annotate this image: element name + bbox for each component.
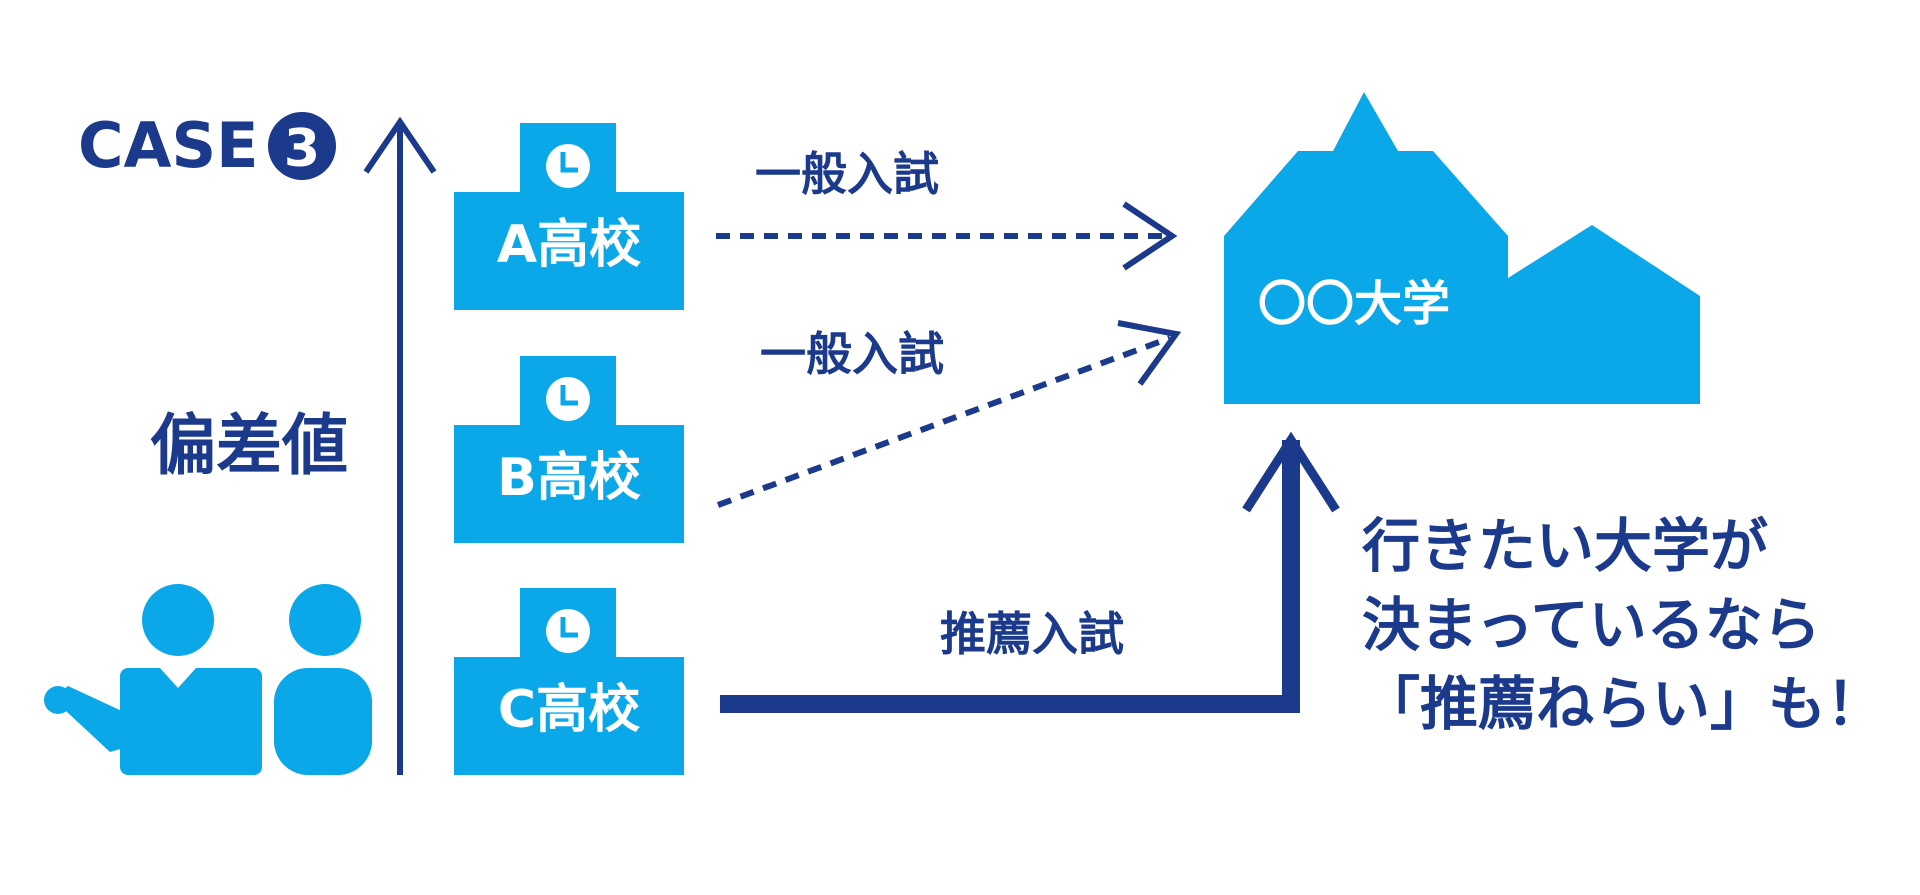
clock-icon xyxy=(546,377,590,421)
route-b: 一般入試 xyxy=(716,320,1182,508)
case-number: 3 xyxy=(284,119,320,179)
school-a: A高校 xyxy=(454,123,684,310)
case-label-text: CASE xyxy=(78,109,259,182)
route-b-label: 一般入試 xyxy=(760,327,944,381)
message-line-3: 「推薦ねらい」も！ xyxy=(1362,670,1884,738)
clock-icon xyxy=(546,144,590,188)
axis-arrowhead xyxy=(363,116,437,174)
people-icon xyxy=(44,584,372,775)
case-number-badge xyxy=(268,112,336,180)
message-line-2: 決まっているなら xyxy=(1362,591,1821,659)
route-a-label: 一般入試 xyxy=(755,147,939,201)
axis-label: 偏差値 xyxy=(150,407,348,484)
school-c-label: C高校 xyxy=(498,680,640,740)
school-b-label: B高校 xyxy=(497,448,641,508)
clock-icon xyxy=(546,609,590,653)
deviation-axis xyxy=(363,116,437,775)
school-a-label: A高校 xyxy=(497,215,641,275)
university-label: 〇〇大学 xyxy=(1258,276,1450,332)
message-line-1: 行きたい大学が xyxy=(1362,512,1768,580)
school-b: B高校 xyxy=(454,356,684,543)
university-building: 〇〇大学 xyxy=(1224,92,1700,404)
route-c-label: 推薦入試 xyxy=(940,607,1124,661)
route-c: 推薦入試 xyxy=(720,431,1340,713)
school-c: C高校 xyxy=(454,588,684,775)
case-label: CASE 3 xyxy=(78,109,336,182)
message: 行きたい大学が 決まっているなら 「推薦ねらい」も！ xyxy=(1362,512,1884,738)
route-a: 一般入試 xyxy=(716,147,1178,271)
